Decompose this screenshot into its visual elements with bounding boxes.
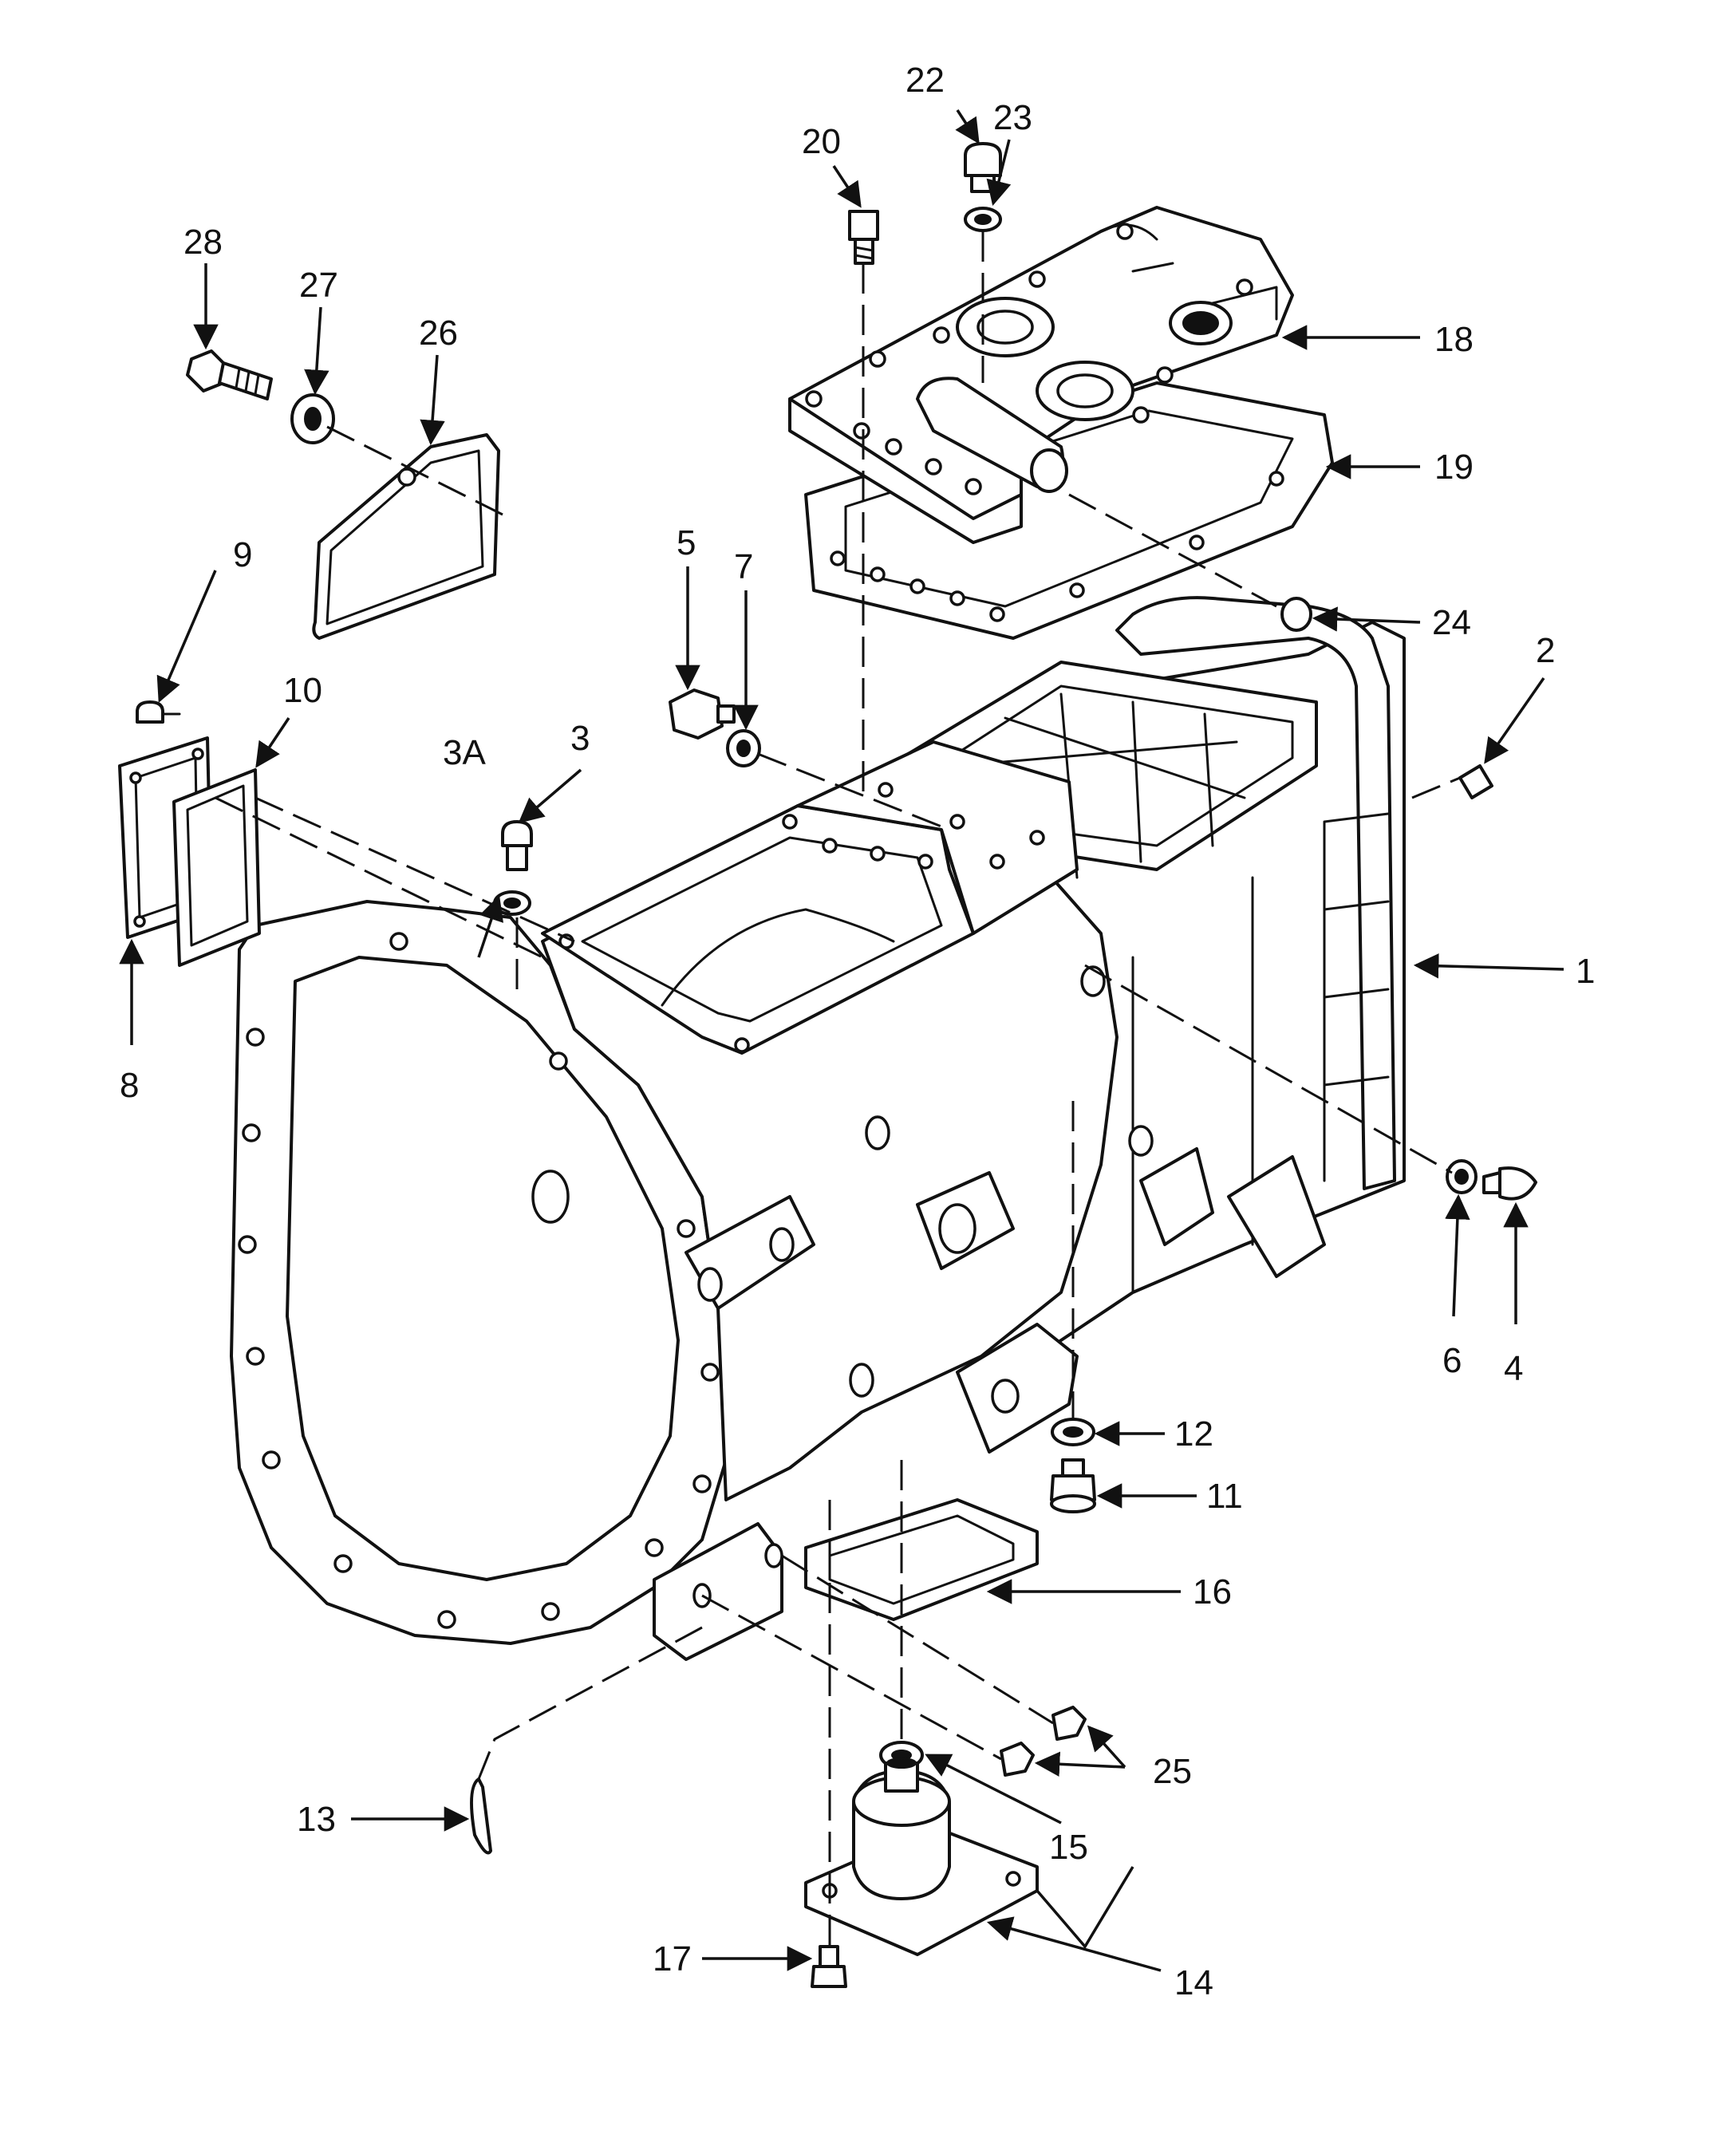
callout-26: 26 <box>419 314 458 353</box>
part-13-pin <box>470 1777 492 1855</box>
bell-flange-holes <box>238 932 720 1629</box>
callout-23: 23 <box>993 98 1032 137</box>
part-24-plug <box>1280 597 1312 632</box>
bell-housing-inner <box>286 956 680 1581</box>
housing-ribs <box>1131 812 1390 1294</box>
callout-27: 27 <box>299 266 338 305</box>
callout-2: 2 <box>1536 631 1555 670</box>
callout-20: 20 <box>802 122 841 161</box>
part-11-drain-plug <box>1050 1458 1096 1513</box>
right-boss <box>1139 1147 1214 1246</box>
front-top-opening-inner <box>581 836 943 1023</box>
part-20-bolt <box>848 210 879 265</box>
top-cover-group <box>788 206 1334 640</box>
part-12-washer <box>1051 1418 1095 1446</box>
callout-6: 6 <box>1442 1341 1462 1380</box>
callout-17: 17 <box>653 1939 692 1978</box>
part-28-bolt <box>186 349 273 400</box>
gasket-holes <box>830 471 1284 622</box>
callout-25: 25 <box>1153 1752 1192 1791</box>
cover-holes <box>805 223 1253 495</box>
callout-15: 15 <box>1049 1828 1088 1867</box>
deck-holes <box>558 782 1045 1053</box>
assembly-lines <box>215 231 1461 1947</box>
top-cover-side <box>788 397 1023 544</box>
part-17-bolt <box>811 1945 847 1988</box>
callout-16: 16 <box>1193 1572 1232 1612</box>
callout-12: 12 <box>1174 1414 1213 1454</box>
part-3a-washer <box>493 890 531 916</box>
callout-24: 24 <box>1432 603 1471 642</box>
part-27-washer <box>290 393 335 444</box>
part-26-gasket <box>312 433 500 640</box>
callout-labels: 1 2 3 3A 4 5 6 7 8 9 10 11 12 13 14 15 1… <box>120 61 1595 2002</box>
callout-14: 14 <box>1174 1963 1213 2002</box>
callout-3: 3 <box>570 719 590 758</box>
callout-19: 19 <box>1434 448 1474 487</box>
callout-9: 9 <box>233 535 252 574</box>
part-3-bolt <box>501 820 533 871</box>
callout-3a: 3A <box>443 733 486 772</box>
callout-11: 11 <box>1206 1477 1243 1516</box>
callout-10: 10 <box>283 671 322 710</box>
part-25-bolts <box>1000 1706 1087 1777</box>
part-23-washer <box>964 207 1002 232</box>
callout-5: 5 <box>677 523 696 562</box>
callout-8: 8 <box>120 1066 139 1105</box>
rear-foot <box>1227 1155 1326 1278</box>
part-7-washer <box>726 729 761 767</box>
part-5-fitting <box>669 688 736 740</box>
leader-arrows <box>119 109 1564 1972</box>
part-6-washer <box>1446 1159 1478 1194</box>
mid-deck <box>796 740 1079 935</box>
part-9-bolt <box>136 700 181 724</box>
callout-28: 28 <box>183 223 223 262</box>
part-2-dowel <box>1458 764 1493 799</box>
callout-18: 18 <box>1434 320 1474 359</box>
lower-foot <box>653 1522 783 1661</box>
callout-22: 22 <box>905 61 945 100</box>
top-cover-gasket <box>804 381 1334 640</box>
callout-13: 13 <box>297 1800 336 1839</box>
callout-1: 1 <box>1576 952 1595 991</box>
part-10-gasket <box>172 768 261 967</box>
part-16-gasket <box>804 1498 1039 1621</box>
part-4-plug <box>1482 1166 1537 1201</box>
callout-7: 7 <box>734 547 753 586</box>
part-14-filter-plate <box>804 1758 1039 1956</box>
transmission-housing <box>230 596 1406 1661</box>
housing-rear-plate <box>1115 596 1396 1190</box>
callout-4: 4 <box>1504 1349 1523 1388</box>
top-cover-gasket-inner <box>844 409 1294 608</box>
part-22-plug <box>964 142 1002 193</box>
